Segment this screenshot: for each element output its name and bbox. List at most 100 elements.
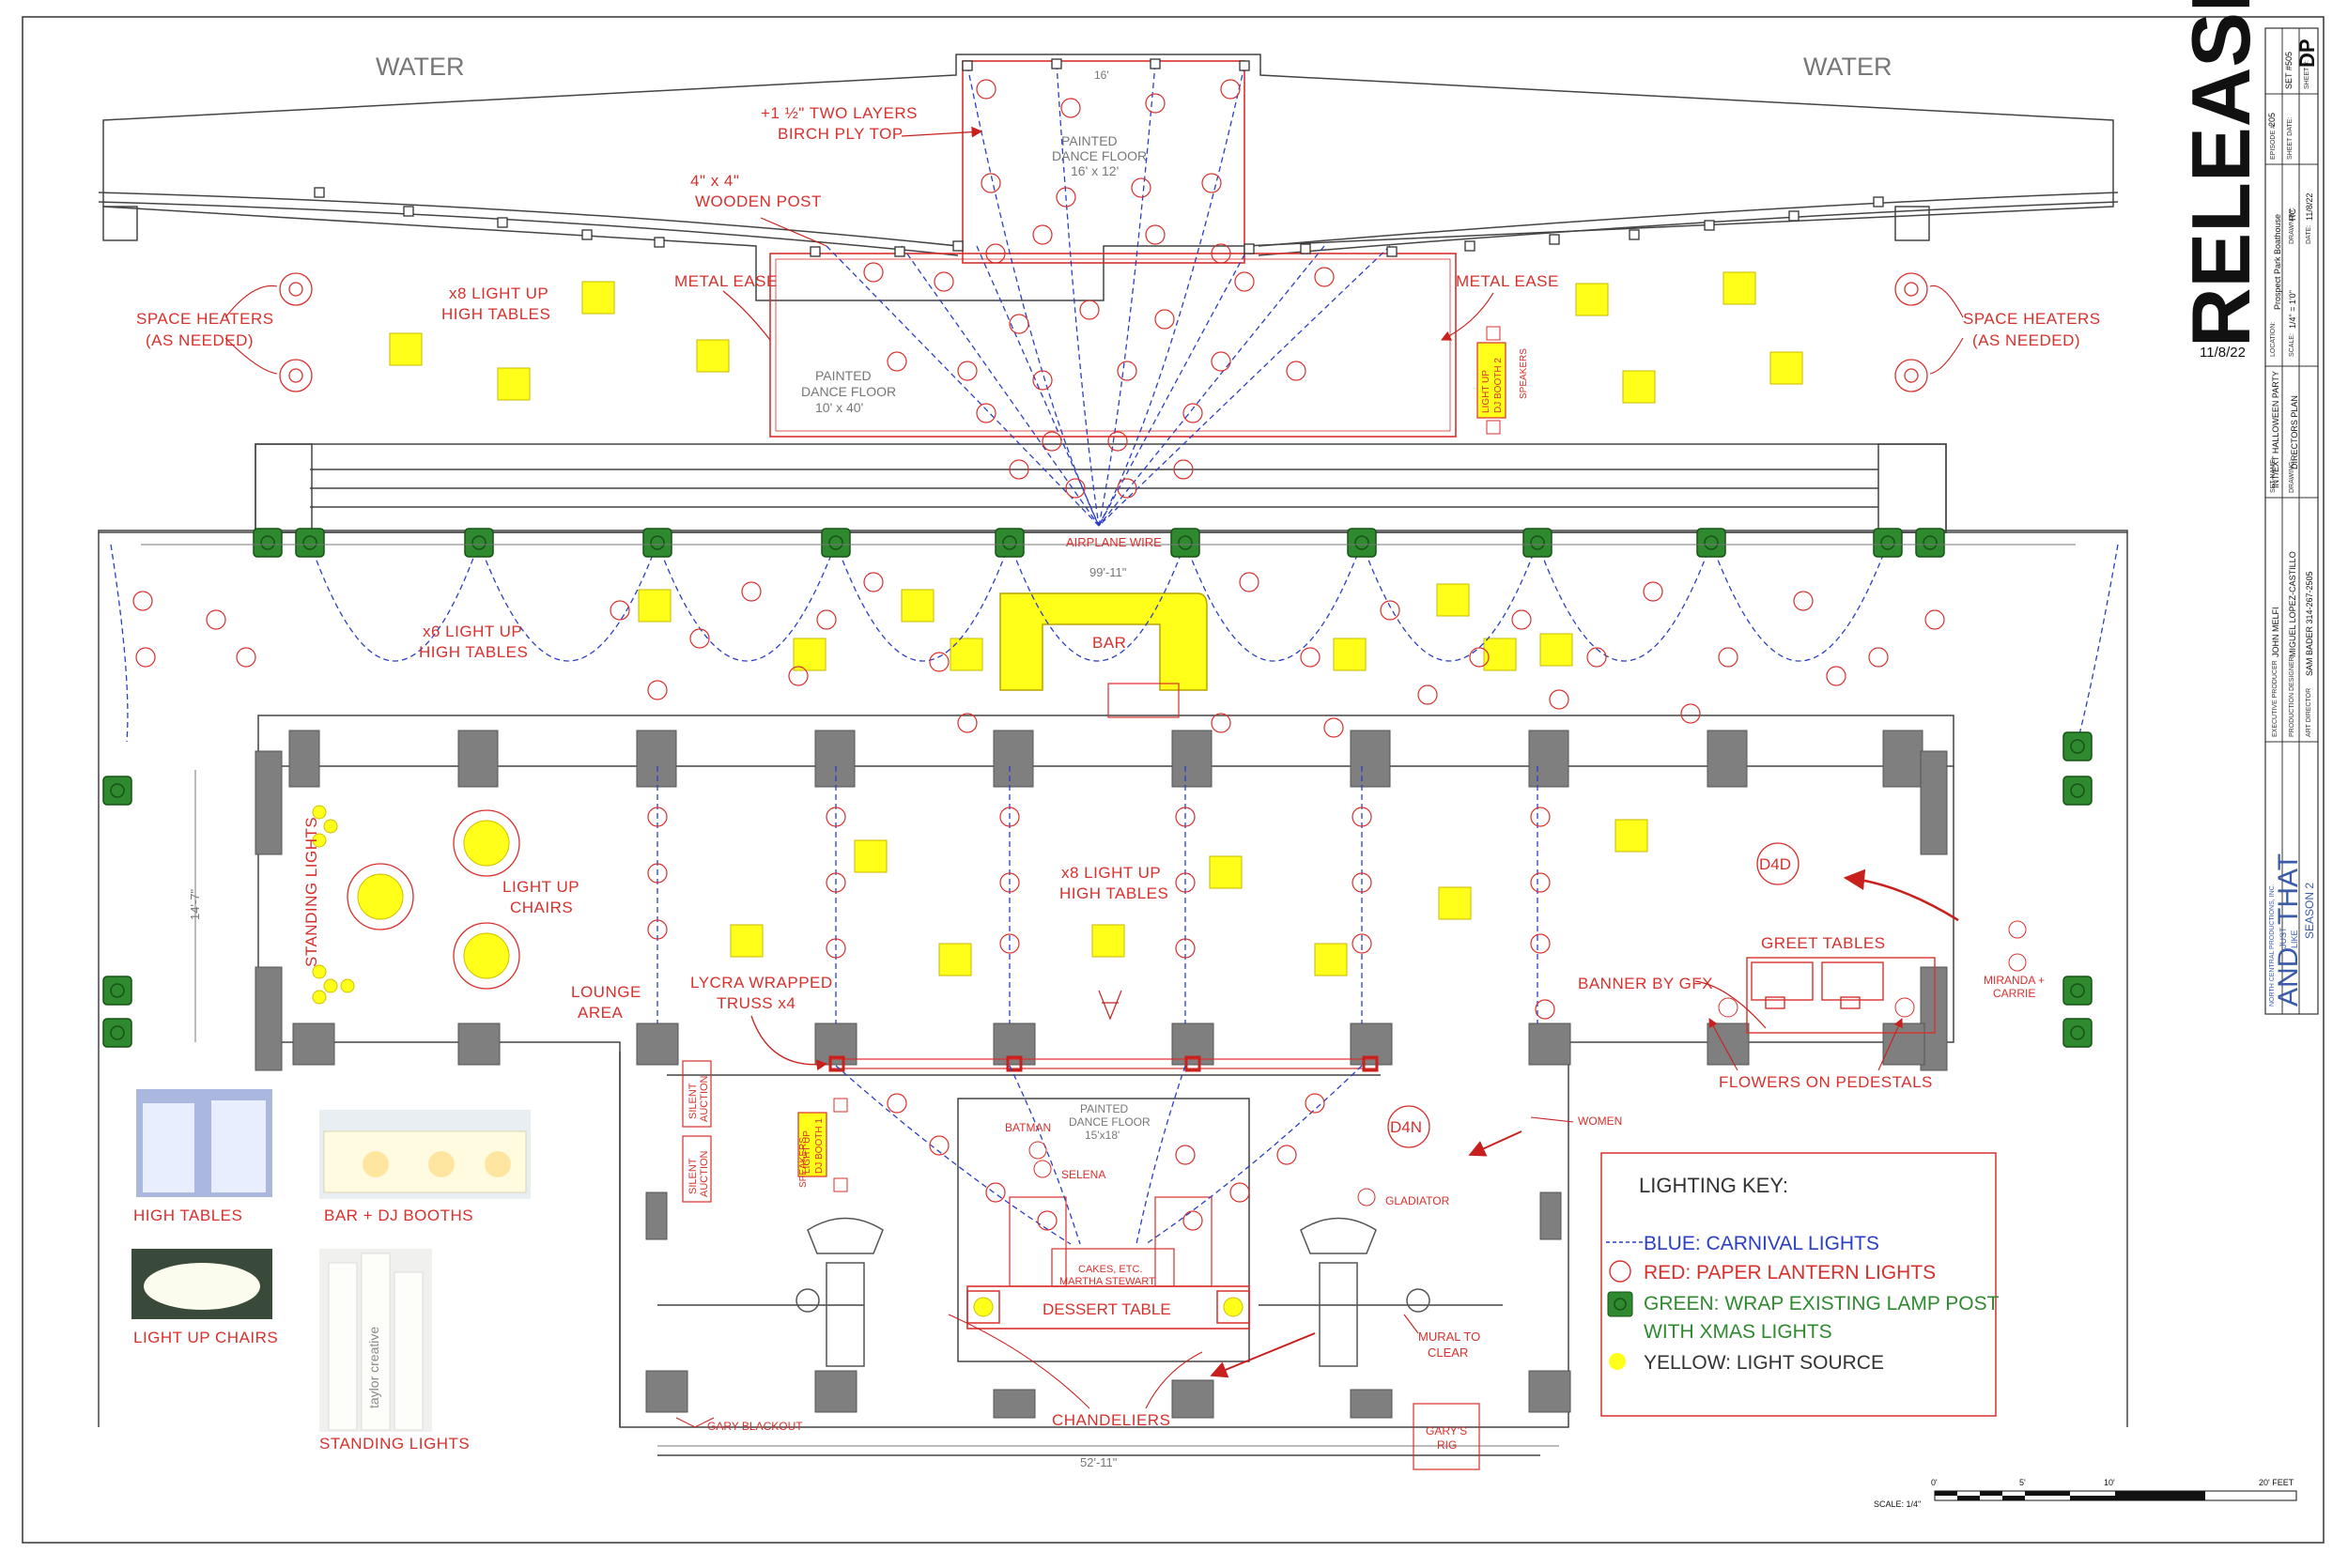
paper-lantern (236, 647, 256, 668)
dock-post (1244, 243, 1255, 254)
paper-lantern (1239, 572, 1259, 592)
lamp-post-ring (1880, 535, 1895, 550)
svg-text:SPACE HEATERS: SPACE HEATERS (1963, 310, 2101, 328)
lycra-truss (828, 1055, 1379, 1072)
paper-lantern (1182, 403, 1203, 423)
dock-post (1464, 240, 1475, 252)
paper-lantern (1079, 300, 1100, 320)
dim-99: 99'-11" (1089, 565, 1127, 579)
svg-text:LOCATION:: LOCATION: (2270, 322, 2277, 357)
carnival-string (1537, 542, 1712, 662)
paper-lantern (1201, 173, 1222, 193)
svg-text:15'x18': 15'x18' (1085, 1129, 1120, 1142)
paper-lantern (1380, 600, 1400, 621)
svg-text:NORTH CENTRAL PRODUCTIONS, INC: NORTH CENTRAL PRODUCTIONS, INC. (2269, 884, 2276, 1007)
dock-outline (98, 54, 2119, 301)
svg-text:0': 0' (1931, 1478, 1938, 1487)
water-label-right: WATER (1803, 53, 1892, 81)
paper-lantern (1107, 431, 1128, 452)
svg-text:SHEET DATE:: SHEET DATE: (2287, 117, 2294, 160)
svg-text:HIGH TABLES: HIGH TABLES (133, 1207, 242, 1224)
paper-lantern (132, 591, 153, 611)
carnival-string (1361, 542, 1538, 662)
paper-lantern (1549, 689, 1569, 710)
carnival-string (901, 245, 1100, 527)
paper-lantern (1305, 1093, 1325, 1114)
dock-post (403, 206, 414, 217)
svg-text:LIGHT UP CHAIRS: LIGHT UP CHAIRS (133, 1329, 278, 1346)
dock-post (1549, 234, 1560, 245)
paper-lantern (1530, 933, 1551, 954)
svg-text:SILENT: SILENT (687, 1158, 699, 1194)
carnival-string (2077, 544, 2119, 743)
svg-text:D4D: D4D (1759, 855, 1791, 873)
dock-post (1788, 210, 1800, 222)
dock-post (952, 240, 964, 252)
light-up-table (1575, 283, 1609, 316)
light-up-table (1436, 583, 1470, 617)
paper-lantern (741, 581, 762, 602)
svg-text:SHEET #:: SHEET #: (2304, 60, 2310, 89)
paper-lantern (1530, 872, 1551, 893)
legend-yellow: YELLOW: LIGHT SOURCE (1644, 1352, 1884, 1374)
svg-text:SEASON 2: SEASON 2 (2303, 883, 2316, 939)
lamp-post (2062, 731, 2093, 761)
paper-lantern (1211, 713, 1231, 733)
lamp-post-ring (1354, 535, 1369, 550)
carnival-string (309, 542, 480, 662)
paper-lantern (1009, 314, 1029, 334)
dock-post (1629, 229, 1640, 240)
lighting-key: LIGHTING KEY: BLUE: CARNIVAL LIGHTS RED:… (1600, 1152, 2000, 1417)
light-up-table (1622, 370, 1656, 404)
light-up-table (1483, 638, 1517, 671)
paper-lantern (788, 666, 809, 686)
paper-lantern (1511, 609, 1532, 630)
paper-lantern (1182, 1210, 1203, 1231)
svg-text:DANCE FLOOR: DANCE FLOOR (801, 384, 896, 399)
svg-text:THAT: THAT (2273, 853, 2304, 925)
light-up-table (696, 339, 730, 373)
lamp-post-ring (110, 983, 125, 998)
svg-text:STANDING LIGHTS: STANDING LIGHTS (302, 817, 320, 967)
svg-text:11/8/22: 11/8/22 (2200, 345, 2246, 361)
carnival-string (966, 65, 1100, 527)
standing-lights (312, 805, 355, 1005)
svg-text:AUCTION: AUCTION (699, 1075, 710, 1122)
paper-lantern (985, 1182, 1006, 1203)
svg-text:16' x 12': 16' x 12' (1071, 163, 1119, 178)
lamp-post-ring (1923, 535, 1938, 550)
lamp-post (1915, 528, 1945, 558)
svg-text:SET #:: SET #: (2284, 64, 2294, 89)
paper-lantern (985, 243, 1006, 264)
lamp-post (2062, 976, 2093, 1006)
svg-text:DRAWN BY:: DRAWN BY: (2289, 208, 2295, 244)
svg-text:CHANDELIERS: CHANDELIERS (1052, 1411, 1170, 1429)
light-up-table (1614, 819, 1648, 853)
paper-lantern (1175, 938, 1196, 959)
lamp-post-ring (110, 783, 125, 798)
paper-lantern (1586, 647, 1607, 668)
paper-lantern (1234, 271, 1255, 292)
paper-lantern (1868, 647, 1889, 668)
svg-text:INT/EXT HALLOWEEN PARTY: INT/EXT HALLOWEEN PARTY (2271, 371, 2280, 488)
carnival-string (1098, 63, 1156, 527)
lamp-post-ring (260, 535, 275, 550)
lamp-post-ring (2070, 739, 2085, 754)
svg-text:MIRANDA +: MIRANDA + (1984, 974, 2045, 987)
legend-blue: BLUE: CARNIVAL LIGHTS (1644, 1233, 1879, 1254)
svg-text:(AS NEEDED): (AS NEEDED) (1972, 331, 2080, 349)
svg-text:BAR + DJ BOOTHS: BAR + DJ BOOTHS (324, 1207, 473, 1224)
lamp-post (821, 528, 851, 558)
svg-text:x8 LIGHT UP: x8 LIGHT UP (1061, 864, 1161, 882)
lamp-post-ring (1178, 535, 1193, 550)
lamp-post (2062, 776, 2093, 806)
lamp-post (995, 528, 1025, 558)
svg-text:EXECUTIVE PRODUCER: EXECUTIVE PRODUCER (2272, 660, 2278, 737)
light-up-table (793, 638, 826, 671)
svg-text:SPEAKERS: SPEAKERS (1519, 348, 1529, 399)
svg-text:SELENA: SELENA (1061, 1168, 1105, 1181)
carnival-light-strings (110, 63, 2119, 1245)
dock-post (497, 217, 508, 228)
